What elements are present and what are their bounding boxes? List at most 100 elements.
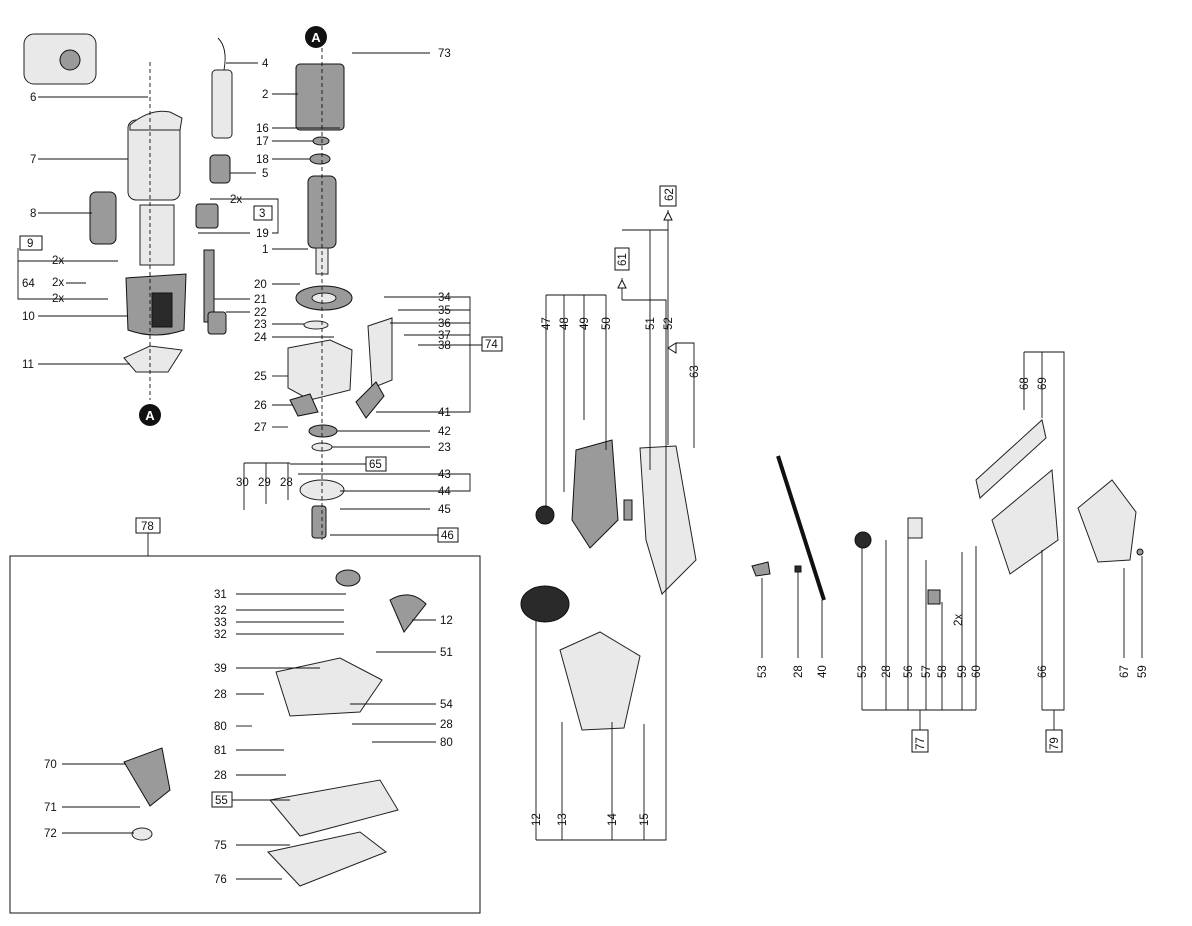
label-27: 27: [254, 422, 267, 434]
plate-69: [975, 419, 1047, 499]
marker-a-top-text: A: [311, 30, 321, 45]
sole-75: [267, 831, 388, 887]
label-38: 38: [438, 340, 451, 352]
label-19: 19: [256, 228, 269, 240]
label-28b: 28: [214, 689, 227, 701]
mult-3: 2x: [230, 194, 242, 206]
label-45: 45: [438, 504, 451, 516]
clip-22: [207, 311, 227, 335]
lead-bottom-mid: [535, 299, 667, 841]
label-81: 81: [214, 745, 227, 757]
label-28d: 28: [214, 770, 227, 782]
bracket-50: [571, 439, 619, 549]
bearing-42: [308, 424, 338, 438]
label-62: 62: [664, 188, 676, 201]
guide-70: [123, 747, 171, 807]
cable-sleeve: [211, 69, 233, 139]
mains-cable: [217, 37, 226, 71]
label-18: 18: [256, 154, 269, 166]
mult-9b: 2x: [52, 293, 64, 305]
label-77: 77: [915, 737, 927, 750]
label-25: 25: [254, 371, 267, 383]
label-53b: 53: [857, 665, 869, 678]
label-20: 20: [254, 279, 267, 291]
label-72: 72: [44, 828, 57, 840]
label-21: 21: [254, 294, 267, 306]
label-4: 4: [262, 58, 269, 70]
box-77: [911, 729, 929, 753]
label-33: 33: [214, 617, 227, 629]
lever-41: [355, 381, 385, 419]
lead-66-69: [1023, 351, 1065, 711]
label-11: 11: [22, 359, 34, 371]
label-66: 66: [1037, 665, 1049, 678]
label-34: 34: [438, 292, 451, 304]
lead-9: [17, 248, 108, 300]
mult-9a: 2x: [52, 255, 64, 267]
box-62: [659, 185, 677, 207]
label-44: 44: [438, 486, 451, 498]
label-43: 43: [438, 469, 451, 481]
lead-47-50: [545, 294, 607, 508]
part-labels-vertical: 62 61 47 48 49 50 51 52 63 12 13 14 15 5…: [531, 188, 1149, 826]
motor-housing-top: [129, 110, 183, 131]
nut-28: [794, 565, 802, 573]
knob-72: [131, 827, 153, 841]
label-40: 40: [817, 665, 829, 678]
label-47: 47: [541, 317, 553, 330]
base-55: [269, 779, 399, 837]
pin-59: [1136, 548, 1144, 556]
knob-47: [535, 505, 555, 525]
lead-3: [210, 198, 279, 234]
label-74: 74: [485, 339, 498, 351]
box-65: [365, 456, 387, 472]
label-41: 41: [438, 407, 451, 419]
electronics-frame: [139, 204, 175, 266]
label-49: 49: [579, 317, 591, 330]
label-54: 54: [440, 699, 453, 711]
mult-59: 2x: [953, 614, 965, 626]
label-28c: 28: [440, 719, 453, 731]
box-74: [481, 336, 503, 352]
label-80b: 80: [440, 737, 453, 749]
marker-a-top: A: [305, 26, 327, 48]
label-36: 36: [438, 318, 451, 330]
label-46: 46: [441, 530, 454, 542]
part-3: [195, 203, 219, 229]
label-2: 2: [262, 89, 268, 101]
guide-loop-63: [639, 445, 697, 595]
box-55: [211, 791, 233, 808]
label-75: 75: [214, 840, 227, 852]
label-32a: 32: [214, 605, 227, 617]
label-16: 16: [256, 123, 269, 135]
label-12b: 12: [531, 813, 543, 826]
label-12a: 12: [440, 615, 453, 627]
label-5: 5: [262, 168, 268, 180]
box-78: [135, 517, 161, 534]
label-37: 37: [438, 330, 451, 342]
part-57: [927, 589, 941, 605]
label-13: 13: [557, 813, 569, 826]
box-61: [614, 247, 630, 271]
bearing-18: [309, 153, 331, 165]
label-61: 61: [617, 253, 629, 266]
lead-34-group: [376, 296, 471, 413]
rod-40: [776, 455, 826, 601]
box-9: [19, 235, 43, 251]
label-50: 50: [601, 317, 613, 330]
label-17: 17: [256, 136, 269, 148]
guide-plate: [367, 317, 393, 389]
label-70: 70: [44, 759, 57, 771]
label-67: 67: [1119, 665, 1131, 678]
box-3: [253, 205, 273, 221]
label-56: 56: [903, 665, 915, 678]
label-22: 22: [254, 307, 267, 319]
leader-lines: [17, 48, 1143, 880]
arrow-62: [663, 210, 673, 221]
handle-12: [389, 594, 427, 633]
label-26: 26: [254, 400, 267, 412]
label-76: 76: [214, 874, 227, 886]
label-51a: 51: [440, 647, 453, 659]
bracket-66: [991, 469, 1059, 575]
group-78-frame: [9, 555, 481, 914]
